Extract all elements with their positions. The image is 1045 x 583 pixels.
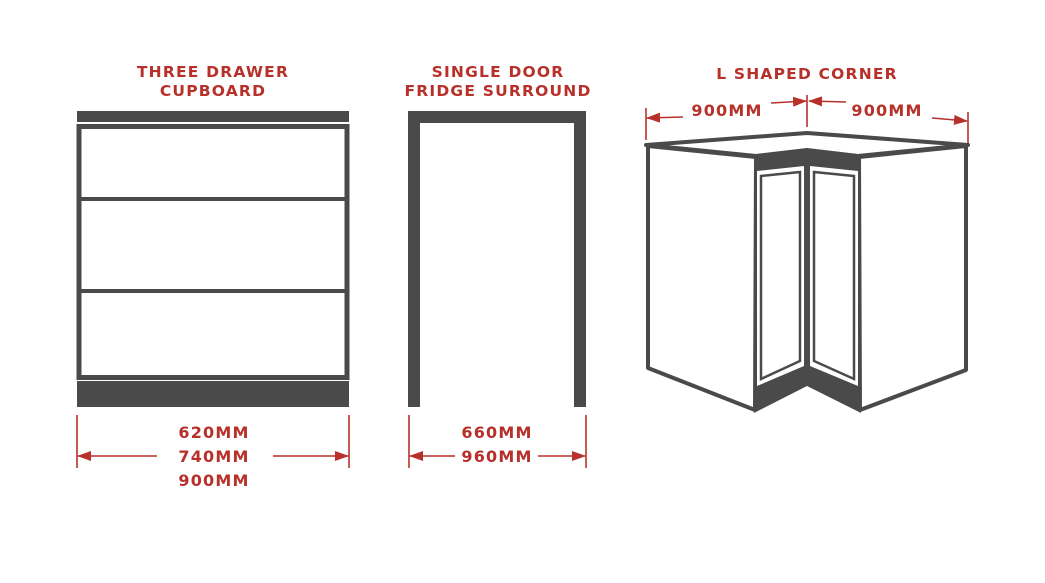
fridge-dimension-2: 960MM <box>461 447 532 466</box>
cupboard-worktop <box>77 111 349 122</box>
corner-right-side <box>857 144 968 412</box>
fridge-surround: SINGLE DOOR FRIDGE SURROUND 660MM 960MM <box>404 63 591 468</box>
corner-dim-arrow-2 <box>770 96 807 107</box>
corner-dim-arrow-1 <box>646 112 684 123</box>
corner-title: L SHAPED CORNER <box>716 65 898 83</box>
l-shaped-corner: L SHAPED CORNER 900MM 900MM <box>644 65 970 413</box>
corner-dim-arrow-4 <box>931 114 968 125</box>
fridge-top-panel <box>408 111 586 123</box>
cupboard-dimension-3: 900MM <box>178 471 249 490</box>
corner-door-left <box>757 166 804 386</box>
corner-door-right <box>810 166 858 386</box>
drawer-divider-2 <box>79 289 347 293</box>
cupboard-dimension-1: 620MM <box>178 423 249 442</box>
fridge-right-panel <box>574 111 586 407</box>
fridge-left-panel <box>408 111 420 407</box>
cupboard-carcass <box>76 124 350 380</box>
fridge-dimension-1: 660MM <box>461 423 532 442</box>
corner-dim-arrow-3 <box>808 96 847 107</box>
cupboard-title-line1: THREE DRAWER <box>137 63 289 81</box>
corner-door-left-panel <box>759 170 802 381</box>
drawer-divider-1 <box>79 197 347 201</box>
cupboard-dimension-2: 740MM <box>178 447 249 466</box>
fridge-title-line1: SINGLE DOOR <box>432 63 565 81</box>
corner-left-side <box>646 144 758 412</box>
three-drawer-cupboard: THREE DRAWER CUPBOARD 620MM 740MM 900MM <box>76 63 350 490</box>
corner-dimension-right: 900MM <box>851 101 922 120</box>
fridge-title-line2: FRIDGE SURROUND <box>404 82 591 100</box>
cupboard-title-line2: CUPBOARD <box>160 82 266 100</box>
cupboard-plinth <box>77 381 349 407</box>
corner-dimension-left: 900MM <box>691 101 762 120</box>
corner-door-right-panel <box>812 170 856 381</box>
